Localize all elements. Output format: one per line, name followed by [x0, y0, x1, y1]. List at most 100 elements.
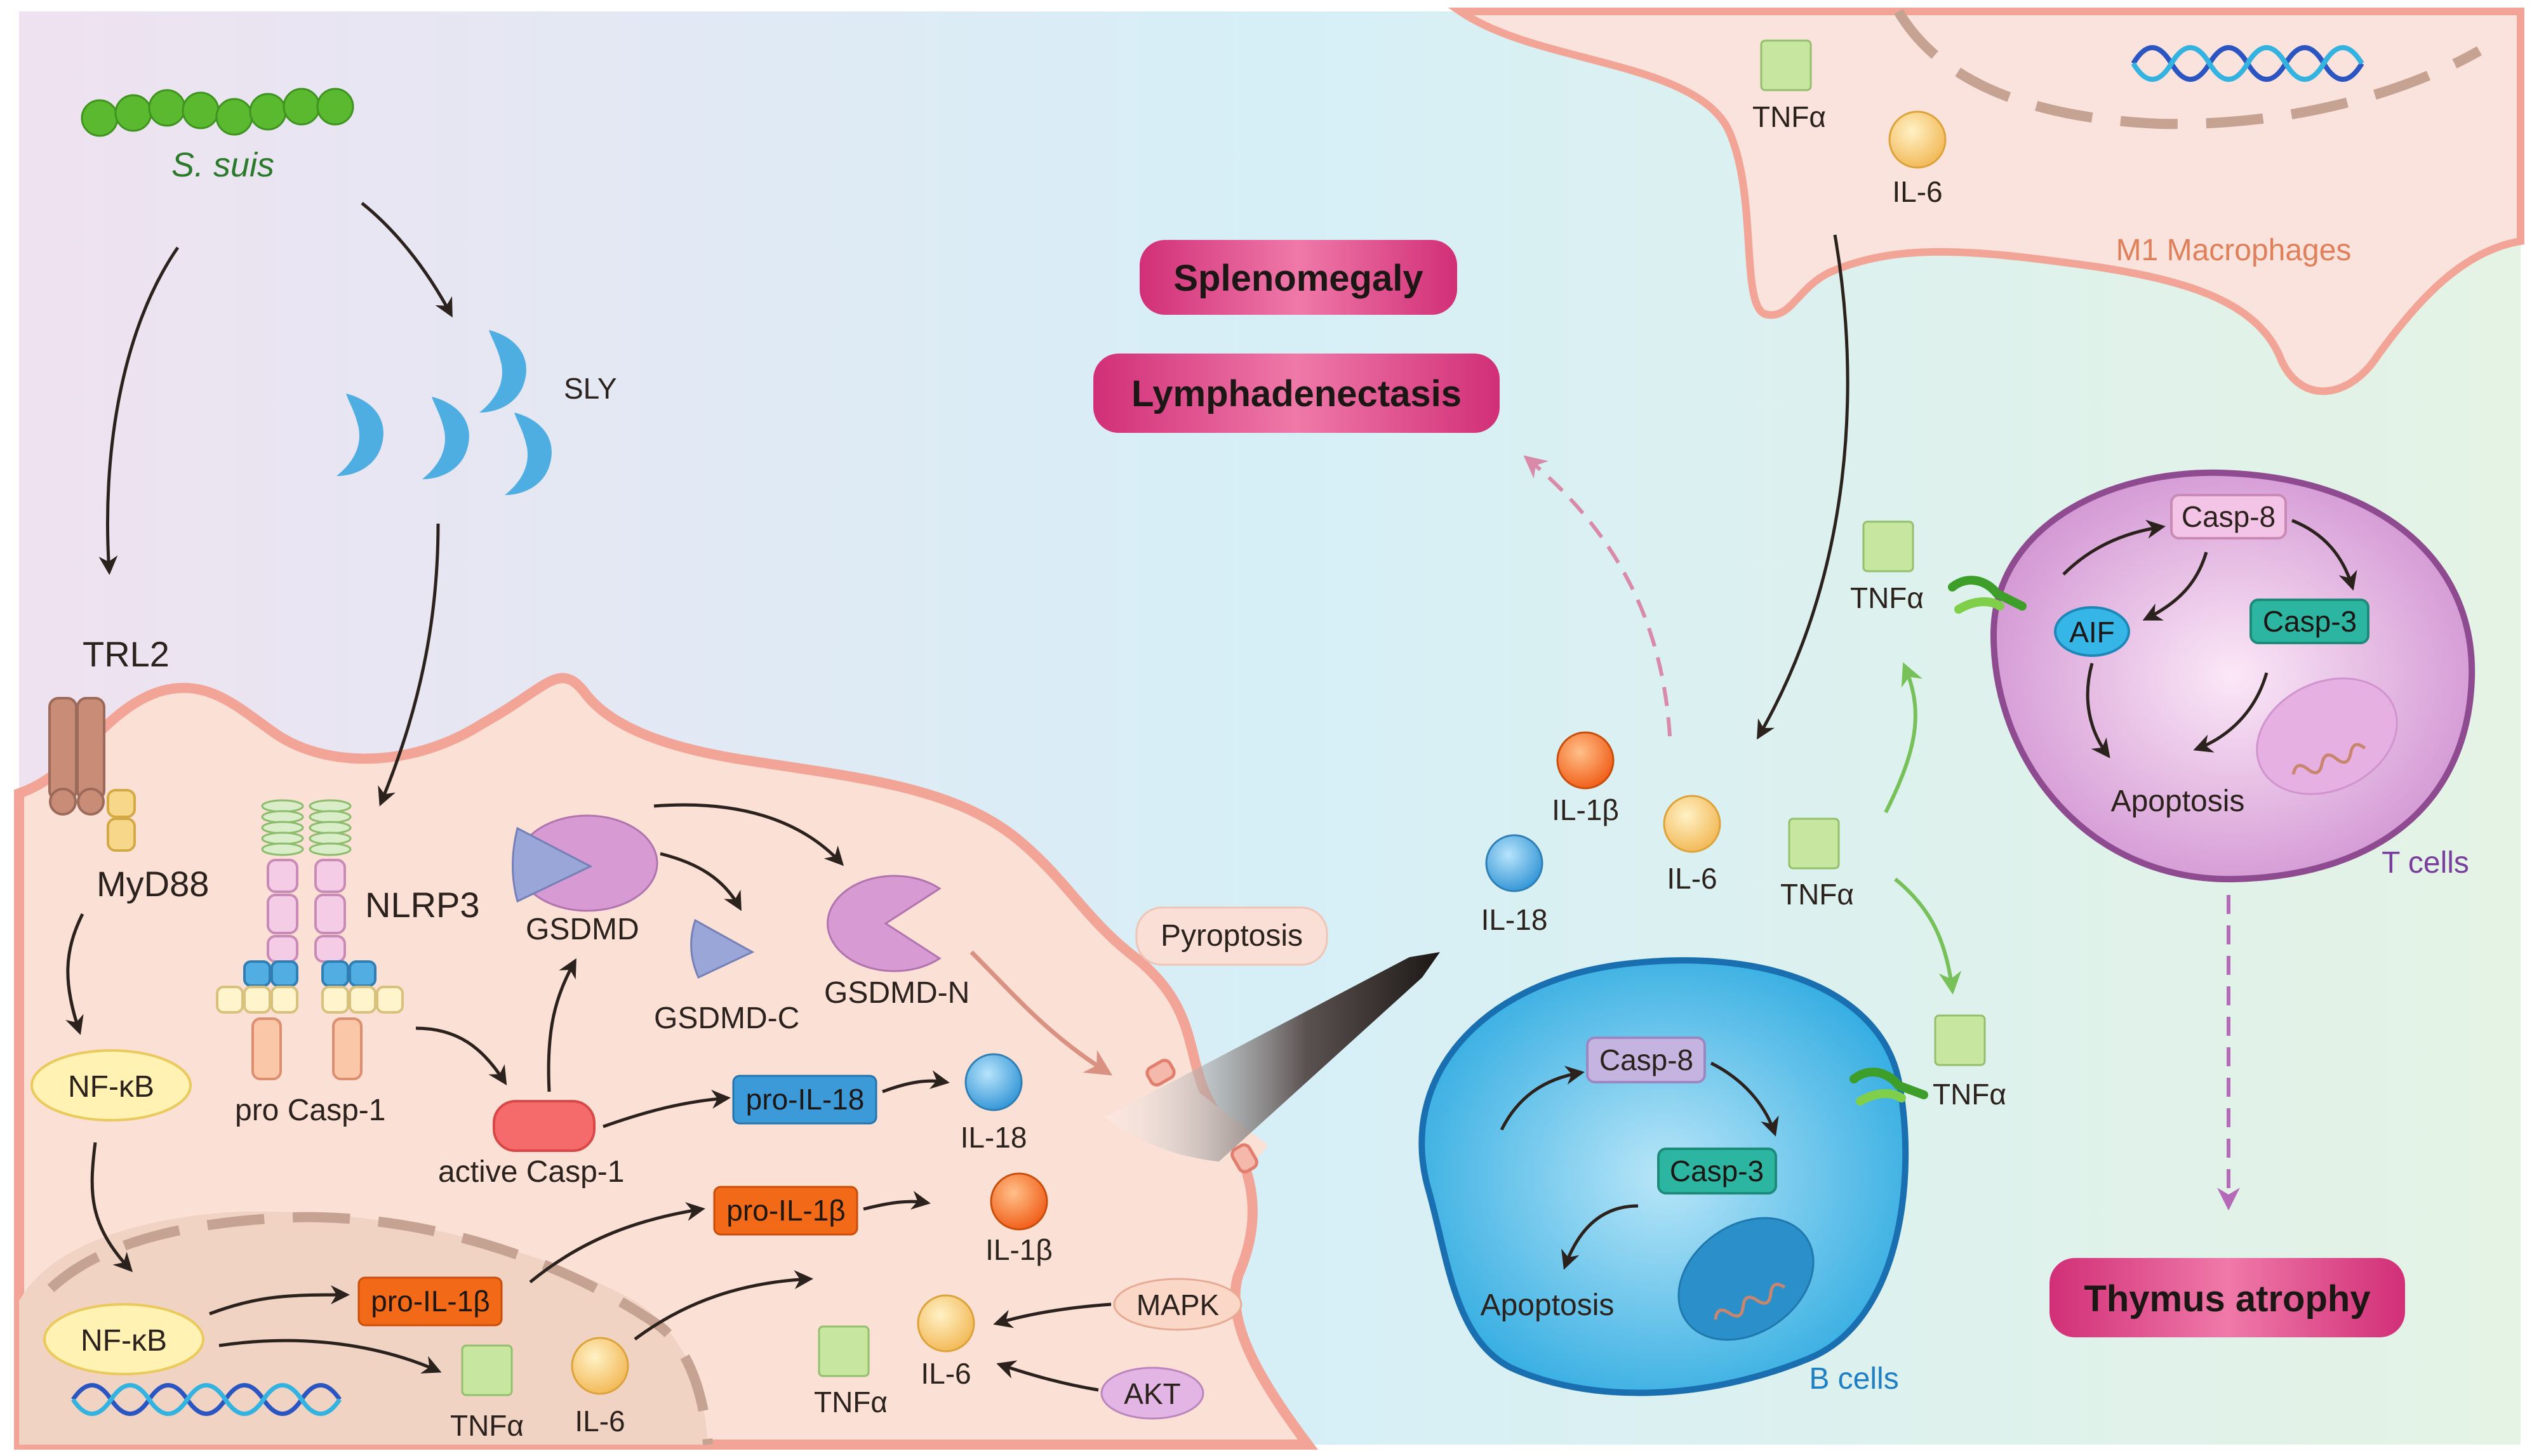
- myd88-adaptor-icon: [107, 789, 136, 852]
- tnfa-cytoplasm-label: TNFα: [814, 1386, 888, 1419]
- macrophage-label: M1 Macrophages: [2116, 234, 2352, 267]
- arrow-tnfa-to-t-cells: [1884, 662, 1923, 814]
- il6-cytoplasm-ball: [917, 1294, 975, 1353]
- macrophage-nucleus-envelope: [1894, 8, 2482, 129]
- arrow-nucleus-to-tnfa-il6: [634, 1270, 813, 1341]
- t-apoptosis-label: Apoptosis: [2111, 784, 2245, 818]
- il18-released-label: IL-18: [1481, 903, 1548, 936]
- il6-nucleus-label: IL-6: [575, 1405, 625, 1438]
- tnfa-released-square: [1788, 817, 1840, 870]
- thymus-atrophy-badge: [2049, 1258, 2405, 1337]
- arrow-b-casp3-to-apoptosis: [1561, 1204, 1639, 1270]
- t-casp3-label: Casp-3: [2263, 605, 2357, 638]
- pro-il1b-nucleus-node: [357, 1276, 503, 1327]
- pro-il1b-cytoplasm-node: [713, 1186, 858, 1236]
- arrow-b-to-casp8: [1500, 1066, 1585, 1131]
- streptococcus-chain-icon: [81, 88, 354, 137]
- b-casp3-label: Casp-3: [1670, 1155, 1764, 1188]
- gsdmd-c-label: GSDMD-C: [654, 1002, 799, 1035]
- arrow-gsdmd-to-c: [660, 852, 742, 911]
- pro-il18-label: pro-IL-18: [746, 1083, 865, 1116]
- tnfa-released-label: TNFα: [1780, 878, 1854, 911]
- arrow-ssuis-to-trl2: [98, 246, 180, 575]
- t-casp3-node: [2249, 599, 2369, 644]
- pro-il18-node: [732, 1075, 877, 1125]
- arrow-casp1-activation: [415, 1026, 507, 1086]
- splenomegaly-label: Splenomegaly: [1173, 258, 1423, 299]
- arrow-nfkb-to-tnfa: [218, 1339, 442, 1373]
- gsdmd-n-label: GSDMD-N: [824, 976, 970, 1010]
- t-cell-receptor-icon: [1948, 576, 2027, 614]
- il6-macrophage-ball: [1888, 110, 1947, 169]
- nfkb-cytoplasm-node: [30, 1049, 192, 1122]
- arrow-cytokines-to-outcomes: [1523, 455, 1672, 737]
- pyroptosis-label: Pyroptosis: [1161, 919, 1303, 953]
- thymus-atrophy-label: Thymus atrophy: [2084, 1278, 2370, 1320]
- splenomegaly-badge: [1140, 240, 1457, 315]
- tnfa-nucleus-square: [461, 1344, 513, 1396]
- pathogen-name: S. suis: [171, 146, 274, 184]
- il6-nucleus-ball: [571, 1337, 629, 1395]
- arrow-macrophage-to-cytokines: [1757, 234, 1849, 740]
- tnfa-macrophage-label: TNFα: [1752, 100, 1826, 133]
- arrow-t-casp8-to-aif: [2142, 552, 2208, 621]
- trl2-label: TRL2: [83, 634, 170, 674]
- mapk-label: MAPK: [1136, 1288, 1220, 1321]
- tnfa-b-cell-label: TNFα: [1933, 1078, 2006, 1111]
- il6-released-label: IL-6: [1667, 862, 1717, 895]
- arrow-nucleus-to-pro-il1b: [529, 1201, 705, 1283]
- gsdmd-c-fragment-icon: [690, 918, 755, 979]
- t-casp8-label: Casp-8: [2182, 500, 2276, 533]
- arrow-nfkb-to-pro-il1b: [209, 1285, 350, 1316]
- active-casp1-label: active Casp-1: [438, 1155, 624, 1189]
- arrow-gsdmd-to-n: [653, 803, 844, 866]
- il1b-released-label: IL-1β: [1552, 793, 1619, 826]
- macrophage-cell-body: [1448, 8, 2524, 395]
- pyroptosis-badge: [1135, 906, 1328, 966]
- membrane-pore-top: [1145, 1059, 1176, 1087]
- nfkb-nucleus-node: [43, 1303, 204, 1375]
- tnfa-b-cell-square: [1934, 1014, 1986, 1066]
- active-casp1-node: [493, 1100, 596, 1152]
- gsdmd-label: GSDMD: [526, 913, 639, 946]
- arrow-t-casp8-to-casp3: [2291, 519, 2357, 591]
- arrow-gsdmd-n-to-pore: [970, 950, 1113, 1076]
- host-dna-helix: [71, 1383, 342, 1416]
- lymphadenectasis-badge: [1093, 354, 1500, 433]
- tnfa-nucleus-label: TNFα: [450, 1409, 524, 1442]
- il18-cell-label: IL-18: [961, 1121, 1027, 1154]
- arrow-sly-to-nlrp3: [378, 523, 440, 807]
- pyroptosis-release-cone: [1105, 952, 1440, 1161]
- b-apoptosis-label: Apoptosis: [1481, 1288, 1615, 1322]
- arrow-nfkb-into-nucleus: [90, 1142, 133, 1273]
- arrow-casp1-to-pro-il18: [603, 1089, 731, 1128]
- il6-macrophage-label: IL-6: [1892, 175, 1942, 208]
- tnfa-macrophage-square: [1760, 39, 1812, 91]
- myd88-label: MyD88: [97, 864, 209, 904]
- il1b-cell-ball: [990, 1172, 1048, 1231]
- pro-il1b-cytoplasm-label: pro-IL-1β: [726, 1194, 846, 1227]
- arrow-mapk-to-il6: [993, 1302, 1112, 1328]
- arrow-pro-il1b-to-il1b: [863, 1191, 931, 1211]
- host-nucleus: [19, 1211, 708, 1445]
- il18-cell-ball: [964, 1053, 1023, 1111]
- nlrp3-label: NLRP3: [365, 885, 480, 925]
- macrophage-dna-helix: [2131, 45, 2364, 82]
- il6-released-ball: [1663, 795, 1721, 853]
- il6-cytoplasm-label: IL-6: [921, 1357, 971, 1390]
- arrow-b-casp8-to-casp3: [1710, 1061, 1779, 1137]
- b-casp8-label: Casp-8: [1599, 1043, 1693, 1076]
- pro-il1b-nucleus-label: pro-IL-1β: [371, 1285, 490, 1318]
- b-casp3-node: [1657, 1148, 1777, 1195]
- arrow-tnfa-to-b-cells: [1894, 877, 1962, 995]
- arrow-t-to-casp8: [2062, 519, 2166, 576]
- t-cell-label: T cells: [2382, 846, 2469, 880]
- arrow-t-aif-to-apoptosis: [2086, 663, 2110, 758]
- nfkb-cytoplasm-label: NF-κB: [68, 1070, 154, 1104]
- b-cell-nucleus-icon: [1677, 1217, 1815, 1341]
- nlrp3-inflammasome-icon: [216, 799, 404, 1080]
- b-cell-receptor-icon: [1849, 1068, 1928, 1106]
- t-aif-label: AIF: [2069, 616, 2115, 649]
- gsdmd-protein-icon: [512, 814, 658, 912]
